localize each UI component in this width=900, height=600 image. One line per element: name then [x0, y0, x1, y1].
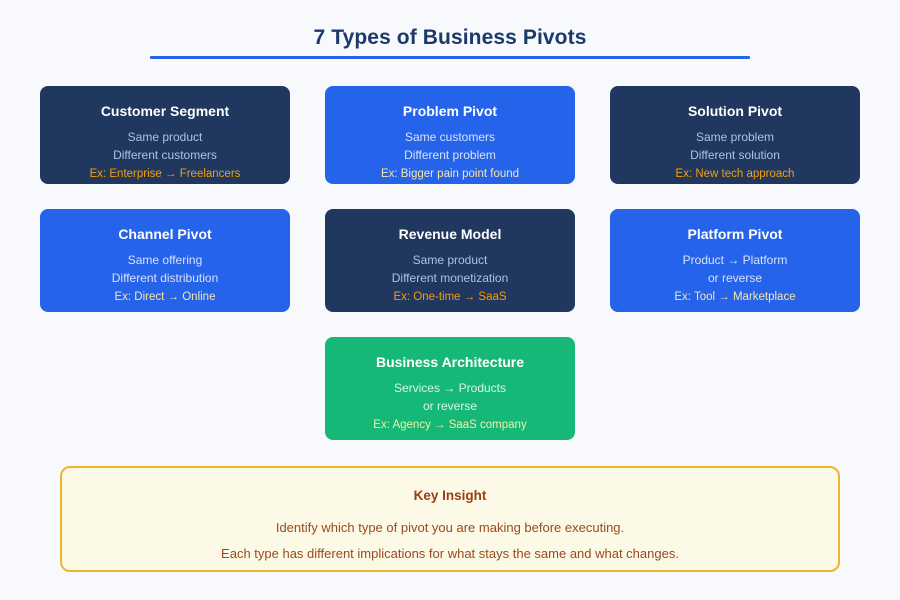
card-line-different: Different solution — [690, 148, 780, 162]
card-title: Customer Segment — [100, 103, 230, 119]
pivot-card-business-architecture[interactable]: Business Architecture Services → Product… — [325, 337, 575, 440]
card-title: Solution Pivot — [687, 103, 783, 119]
card-title: Business Architecture — [375, 354, 525, 370]
card-example: Ex: Direct → Online — [114, 291, 216, 303]
card-row-3: Business Architecture Services → Product… — [40, 337, 860, 440]
pivot-card-platform-pivot[interactable]: Platform Pivot Product → Platform or rev… — [610, 209, 860, 312]
card-example: Ex: Agency → SaaS company — [373, 419, 527, 431]
card-title: Revenue Model — [398, 226, 502, 242]
card-example: Ex: New tech approach — [675, 168, 795, 180]
pivot-card-problem-pivot[interactable]: Problem Pivot Same customers Different p… — [325, 86, 575, 184]
pivot-card-revenue-model[interactable]: Revenue Model Same product Different mon… — [325, 209, 575, 312]
page-title-block: 7 Types of Business Pivots — [0, 24, 900, 52]
card-example: Ex: Bigger pain point found — [380, 168, 520, 180]
pivot-card-solution-pivot[interactable]: Solution Pivot Same problem Different so… — [610, 86, 860, 184]
card-line-same: Same customers — [404, 130, 496, 144]
card-row-1: Customer Segment Same product Different … — [40, 86, 860, 184]
card-line-different: Different problem — [404, 148, 496, 162]
pivot-card-grid: Customer Segment Same product Different … — [40, 86, 860, 465]
card-line-same: Same product — [127, 130, 203, 144]
key-insight-panel: Key Insight Identify which type of pivot… — [60, 466, 840, 572]
card-example: Ex: Enterprise → Freelancers — [89, 168, 241, 180]
card-example: Ex: Tool → Marketplace — [674, 291, 796, 303]
card-line-same: Product → Platform — [682, 253, 788, 267]
key-insight-title: Key Insight — [413, 488, 487, 503]
card-line-different: Different customers — [113, 148, 217, 162]
card-line-same: Same problem — [695, 130, 775, 144]
card-title: Channel Pivot — [118, 226, 212, 242]
card-example: Ex: One-time → SaaS — [393, 291, 507, 303]
card-title: Platform Pivot — [687, 226, 783, 242]
title-underline-divider — [150, 56, 750, 59]
card-line-different: or reverse — [422, 399, 478, 413]
card-line-same: Same offering — [127, 253, 203, 267]
pivot-card-channel-pivot[interactable]: Channel Pivot Same offering Different di… — [40, 209, 290, 312]
page-title: 7 Types of Business Pivots — [313, 26, 587, 49]
card-line-same: Services → Products — [393, 381, 507, 395]
card-row-2: Channel Pivot Same offering Different di… — [40, 209, 860, 312]
pivot-card-customer-segment[interactable]: Customer Segment Same product Different … — [40, 86, 290, 184]
key-insight-line-1: Identify which type of pivot you are mak… — [275, 520, 625, 535]
key-insight-line-2: Each type has different implications for… — [221, 546, 679, 561]
card-line-different: Different monetization — [391, 271, 509, 285]
card-title: Problem Pivot — [402, 103, 498, 119]
card-line-different: Different distribution — [111, 271, 219, 285]
card-line-different: or reverse — [707, 271, 763, 285]
card-line-same: Same product — [412, 253, 488, 267]
